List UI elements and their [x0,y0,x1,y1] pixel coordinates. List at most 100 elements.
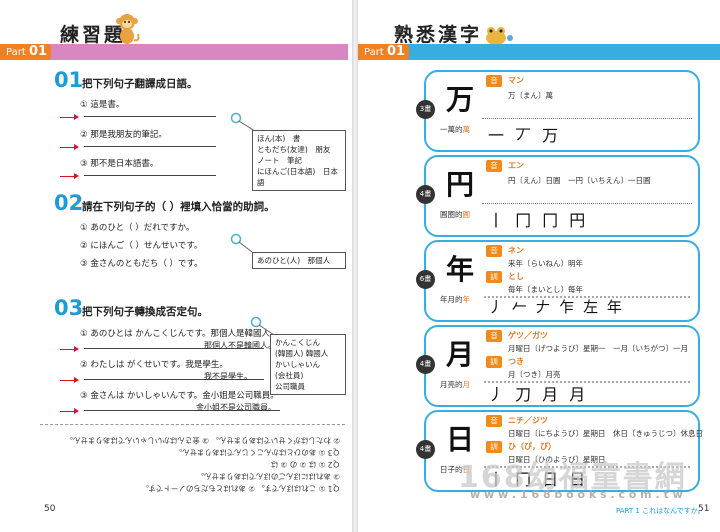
exercise-item: ② にほんご（ ）せんせいです。 [80,241,203,251]
stroke-order: 一 丆 万 [488,126,562,145]
hint-text: あのひと(人) 那個人 [257,256,331,265]
answer-line [84,348,264,349]
arrow-icon [60,346,79,352]
page-number: 50 [44,504,56,514]
hint-text: かんこくじん [275,338,320,347]
right-page: 熟悉漢字 Part 01 3畫 万 一萬的萬 音 マン 万〔まん〕萬 一 丆 万… [358,0,720,532]
hint-box: かんこくじん (韓國人) 韓國人 かいしゃいん (会社員) 公司職員 [270,334,346,395]
left-page: 練習題 Part 01 01 把下列句子翻譯成日語。 ① 這是書。 ② 那是我朋… [0,0,352,532]
footer-text: PART 1 これはなんですか。 [616,507,705,515]
kun-reading-tag: 訓 [486,441,502,453]
answer-line [84,175,216,176]
part-number: 01 [28,44,48,59]
stroke-count-badge: 4畫 [416,185,435,204]
model-answer: 我不是學生。 [204,372,252,381]
hint-text: ノート 筆記 [257,156,302,165]
on-example: 万〔まん〕萬 [508,91,553,100]
arrow-icon [60,114,79,120]
kanji-character: 年 [446,253,475,286]
hint-connector-icon [250,316,275,336]
meaning-text: 日子的 [440,465,463,474]
stroke-order: 丿 𠂉 𠂇 乍 左 年 [488,298,624,316]
meaning-highlight: 日 [462,465,471,474]
meaning-highlight: 萬 [462,125,471,134]
kanji-card: 4畫 日 日子的日 音 ニチ／ジツ 日曜日〔にちようび〕星期日 休日〔きゅうじつ… [416,410,703,492]
arrow-icon [60,144,79,150]
kun-example: 毎年〔まいとし〕每年 [508,285,583,294]
kanji-character: 月 [446,338,475,371]
on-reading: ネン [508,246,524,255]
hint-text: にほんご(日本語) 日本語 [257,167,338,187]
part-bar [0,44,348,60]
kanji-meaning: 一萬的萬 [440,124,470,135]
hint-text: かいしゃいん [275,360,320,369]
meaning-highlight: 年 [462,295,471,304]
kanji-character: 円 [446,168,475,201]
page-title: 熟悉漢字 [394,24,483,46]
arrow-icon [60,408,79,414]
divider [482,118,692,119]
answer-line-text: ② わたしはがくせいではありません。 ③ 金さんはかいしゃいんではありません。 [65,436,340,445]
kun-example: 月〔つき〕月亮 [508,370,561,379]
stroke-count-badge: 3畫 [416,100,435,119]
exercise-item: ③ 金さんは かいしゃいんです。金小姐是公司職員。 [80,391,279,401]
kun-example: 日曜日〔ひのようび〕星期日 [508,455,606,464]
monkey-mascot-icon [116,14,140,44]
on-reading-tag: 音 [486,75,502,87]
model-answer: 那個人不是韓國人。 [204,341,276,350]
frog-mascot-icon [486,27,513,45]
hint-box: ほん(本) 書 ともだち(友達) 朋友 ノート 筆記 にほんご(日本語) 日本語 [252,130,346,191]
stroke-count-badge: 4畫 [416,355,435,374]
answer-line-text: ③ あれはにほんごのほんではありません。 [196,472,340,481]
hint-connector-icon [230,233,253,253]
answer-divider [40,424,345,425]
hint-text: ともだち(友達) 朋友 [257,145,331,154]
answer-line-text: Ｑ3 ① あのひとはかんこくじんではありません。 [174,448,340,457]
question-number: 01 [54,68,84,92]
question-text: 把下列句子翻譯成日語。 [82,78,198,90]
kun-reading: とし [508,272,524,281]
divider [484,381,690,383]
meaning-text: 月亮的 [440,380,463,389]
divider [482,203,692,204]
book-gutter [352,0,358,532]
stroke-order: 丨 冂 冂 円 [488,211,589,230]
exercise-item: ① あのひと（ ）だれですか。 [80,223,195,233]
kanji-meaning: 年月的年 [440,294,470,305]
part-bar [358,44,720,60]
part-label: Part [364,47,384,58]
page-number: 51 [698,504,710,514]
exercise-item: ③ 那不是日本語書。 [80,159,159,169]
stroke-order: 丿 刀 月 月 [488,385,589,404]
hint-box: あのひと(人) 那個人 [252,252,346,269]
meaning-text: 一萬的 [440,125,463,134]
on-example: 円〔えん〕日圓 一円〔いちえん〕一日圓 [508,176,651,185]
part-tab: Part 01 [358,44,410,60]
on-example: 月曜日〔げつようび〕星期一 一月〔いちがつ〕一月 [508,344,688,353]
question-text: 把下列句子轉換成否定句。 [82,306,208,318]
exercise-item: ③ 金さんのともだち（ ）です。 [80,259,203,269]
on-reading: マン [508,76,524,85]
kun-reading-tag: 訓 [486,271,502,283]
answer-line-text: Ｑ1 ① これはほんです。 ② あれはともだちのノートです。 [141,484,340,493]
kanji-meaning: 日子的日 [440,464,470,475]
exercise-item: ② わたしは がくせいです。我是學生。 [80,360,228,370]
stroke-count-badge: 4畫 [416,440,435,459]
part-label: Part [6,47,26,58]
kanji-card: 4畫 月 月亮的月 音 ゲツ／ガツ 月曜日〔げつようび〕星期一 一月〔いちがつ〕… [416,325,700,407]
answer-line [84,379,264,380]
hint-text: 公司職員 [275,382,305,391]
watermark-url: w w w . 1 6 8 b o o k s . c o m . t w [470,488,683,501]
kanji-character: 万 [446,83,475,116]
hint-text: ほん(本) 書 [257,134,301,143]
on-reading-tag: 音 [486,330,502,342]
on-reading: エン [508,161,524,170]
answer-key: Ｑ1 ① これはほんです。 ② あれはともだちのノートです。 ③ あれはにほんご… [40,434,340,494]
meaning-highlight: 圓 [462,210,471,219]
answer-line-text: Ｑ2 ① は ② の ③ は [270,460,340,469]
kanji-meaning: 圓圈的圓 [440,209,470,220]
kun-reading-tag: 訓 [486,356,502,368]
question-number: 03 [54,296,84,320]
exercise-item: ① あのひとは かんこくじんです。那個人是韓國人。 [80,329,279,339]
kun-reading: つき [508,357,524,366]
